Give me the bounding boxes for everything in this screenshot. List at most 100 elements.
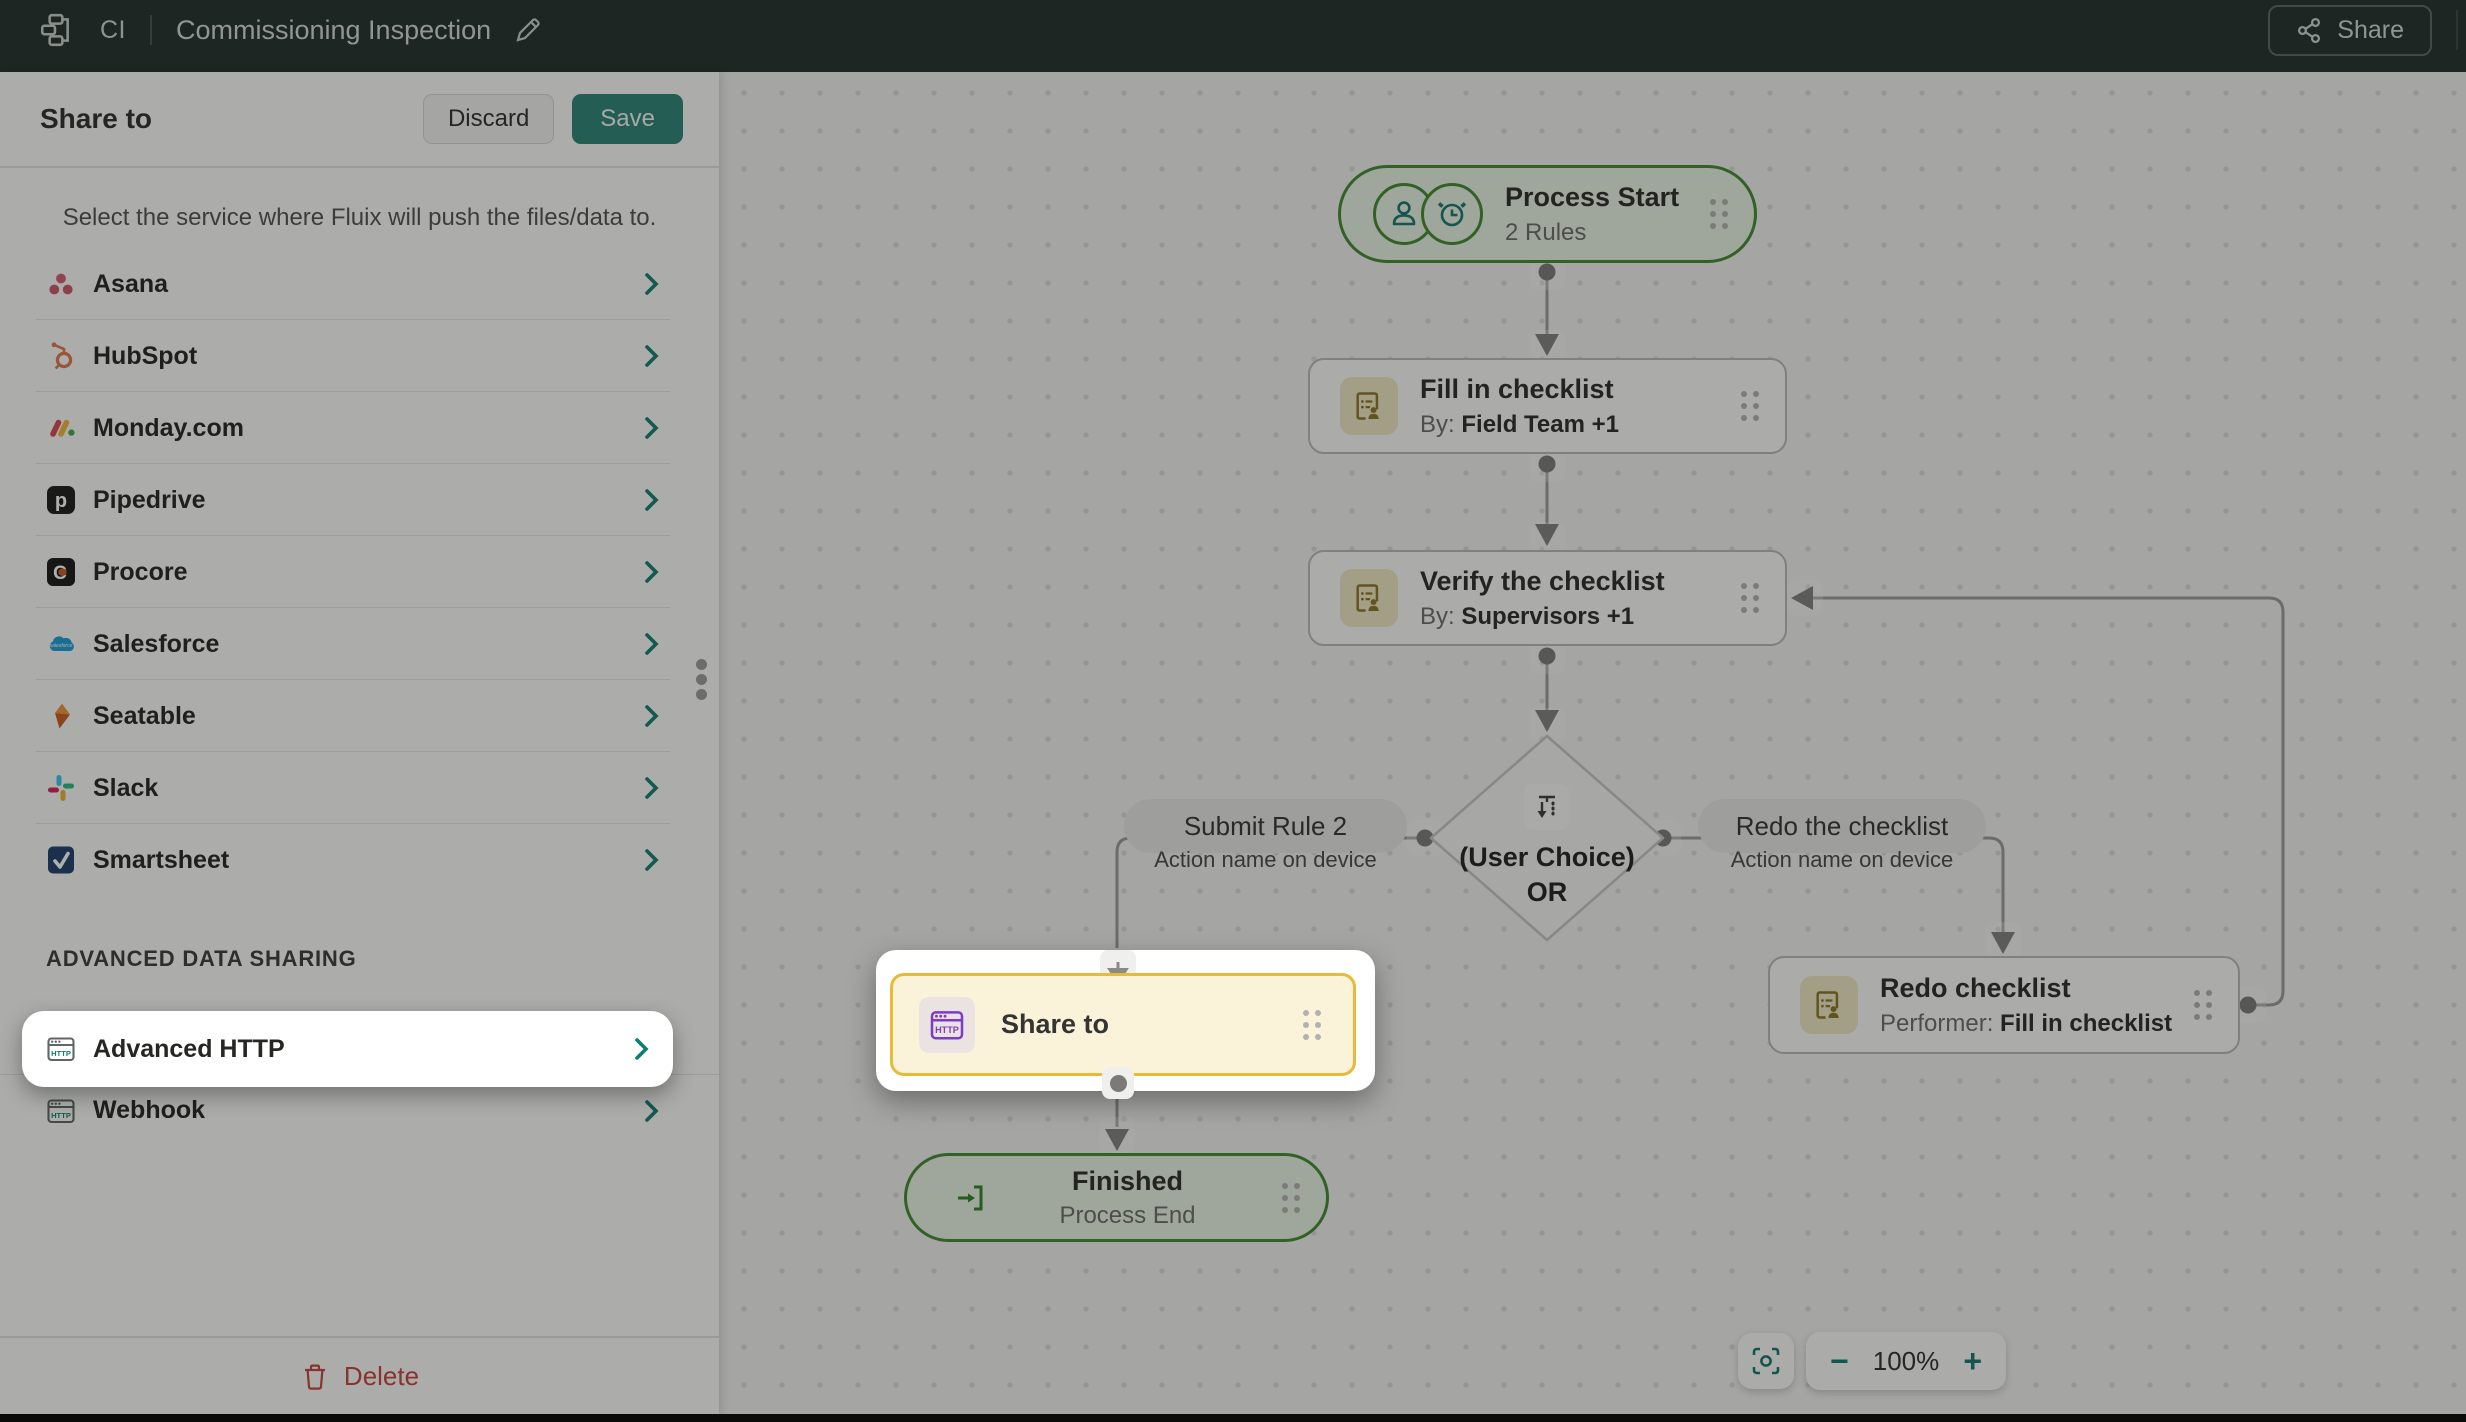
chevron-right-icon [643,776,659,800]
node-share-to[interactable]: HTTP Share to [890,973,1356,1076]
node-title: Fill in checklist [1420,374,1614,405]
save-button[interactable]: Save [572,94,683,144]
chevron-right-icon [643,272,659,296]
drag-handle[interactable] [2194,990,2212,1020]
node-fill-in-checklist[interactable]: Fill in checklist By: Field Team +1 [1308,358,1787,454]
drag-handle[interactable] [1741,583,1759,613]
helper-text: Select the service where Fluix will push… [62,204,657,231]
chevron-right-icon [643,848,659,872]
bottom-edge [0,1414,2466,1422]
service-row-slack[interactable]: Slack [0,752,719,824]
checklist-task-icon [1340,377,1398,435]
node-subtitle: Process End [1059,1202,1196,1230]
node-title: Redo checklist [1880,973,2071,1004]
node-verify-checklist[interactable]: Verify the checklist By: Supervisors +1 [1308,550,1787,646]
svg-text:p: p [55,490,67,512]
monday-icon [46,413,76,443]
node-meta: By: Field Team +1 [1420,410,1619,438]
branch-label-redo-the-checklist[interactable]: Redo the checklist [1698,799,1986,853]
share-icon [2298,17,2321,43]
node-finished[interactable]: Finished Process End [904,1153,1329,1242]
zoom-out-button[interactable]: − [1830,1343,1849,1379]
connector-lines [1099,254,2285,1153]
chevron-right-icon [643,560,659,584]
header-edge-divider [2456,10,2458,50]
node-title: Share to [1001,1009,1110,1039]
decision-label-line2: OR [1526,877,1568,908]
salesforce-icon: salesforce [46,629,76,659]
drag-handle[interactable] [1741,391,1759,421]
seatable-icon [46,701,76,731]
service-row-pipedrive[interactable]: p Pipedrive [0,464,719,536]
drag-handle[interactable] [1710,199,1728,229]
decision-label-line1: (User Choice) [1459,842,1635,872]
top-header: CI Commissioning Inspection Share [0,0,2466,72]
service-list: Asana HubSpot [0,248,719,896]
chevron-right-icon [633,1037,649,1061]
decision-diamond-shape [1429,734,1665,942]
chevron-right-icon [643,416,659,440]
branch-sublabel-right: Action name on device [1730,847,1954,872]
service-row-smartsheet[interactable]: Smartsheet [0,824,719,896]
node-title: Process Start [1505,182,1680,213]
panel-header: Share to Discard Save [0,72,719,168]
node-subtitle: 2 Rules [1505,218,1587,246]
node-redo-checklist[interactable]: Redo checklist Performer: Fill in checkl… [1768,956,2240,1054]
webhook-http-icon: HTTP [46,1096,76,1126]
share-button[interactable]: Share [2268,4,2432,56]
process-end-icon [953,1180,989,1216]
smartsheet-icon [46,845,76,875]
chevron-right-icon [643,632,659,656]
node-meta: By: Supervisors +1 [1420,602,1635,630]
workflow-canvas[interactable]: Process Start 2 Rules Fill in checklist … [719,72,2466,1414]
service-row-seatable[interactable]: Seatable [0,680,719,752]
schedule-clock-icon [1421,183,1483,245]
trash-icon [304,1364,325,1390]
chevron-right-icon [643,344,659,368]
branch-label-submit-rule-2[interactable]: Submit Rule 2 [1124,799,1407,853]
svg-text:HTTP: HTTP [51,1049,71,1058]
node-title: Verify the checklist [1420,566,1665,597]
center-focus-icon [1752,1347,1780,1375]
chevron-right-icon [643,488,659,512]
pipedrive-icon: p [46,485,76,515]
checklist-task-icon [1340,569,1398,627]
chevron-right-icon [643,1099,659,1123]
node-process-start[interactable]: Process Start 2 Rules [1338,165,1757,263]
drag-handle[interactable] [1282,1182,1300,1213]
svg-text:salesforce: salesforce [50,643,73,649]
share-to-panel: Share to Discard Save Select the service… [0,72,719,1414]
service-row-asana[interactable]: Asana [0,248,719,320]
zoom-in-button[interactable]: + [1963,1343,1982,1379]
drag-handle[interactable] [1303,1009,1321,1040]
workflow-tree-icon[interactable] [38,12,74,48]
service-row-salesforce[interactable]: salesforce Salesforce [0,608,719,680]
asana-icon [46,269,76,299]
slack-icon [46,773,76,803]
zoom-control: − 100% + [1806,1332,2006,1390]
service-row-procore[interactable]: C Procore [0,536,719,608]
fit-to-screen-button[interactable] [1738,1333,1794,1389]
node-decision[interactable]: (User Choice) OR [1397,784,1697,910]
zoom-level: 100% [1872,1345,1940,1376]
advanced-http-icon: HTTP [46,1034,76,1064]
service-row-monday[interactable]: Monday.com [0,392,719,464]
sidebar-resize-handle[interactable] [696,659,707,700]
advanced-section-header: ADVANCED DATA SHARING [46,946,357,971]
panel-title: Share to [40,103,153,134]
header-divider [150,15,152,45]
svg-text:HTTP: HTTP [51,1110,71,1119]
service-row-hubspot[interactable]: HubSpot [0,320,719,392]
discard-button[interactable]: Discard [422,94,555,144]
service-row-advanced-http[interactable]: HTTP Advanced HTTP [22,1011,673,1087]
edit-title-icon[interactable] [513,15,543,45]
connector-dot-out[interactable] [1102,1067,1134,1099]
workspace-abbr[interactable]: CI [100,15,126,44]
node-meta: Performer: Fill in checklist [1880,1009,2173,1037]
process-title: Commissioning Inspection [176,14,492,45]
procore-icon: C [46,557,76,587]
share-to-spotlight-card: HTTP Share to [876,950,1375,1099]
delete-button[interactable]: Delete [0,1336,719,1414]
